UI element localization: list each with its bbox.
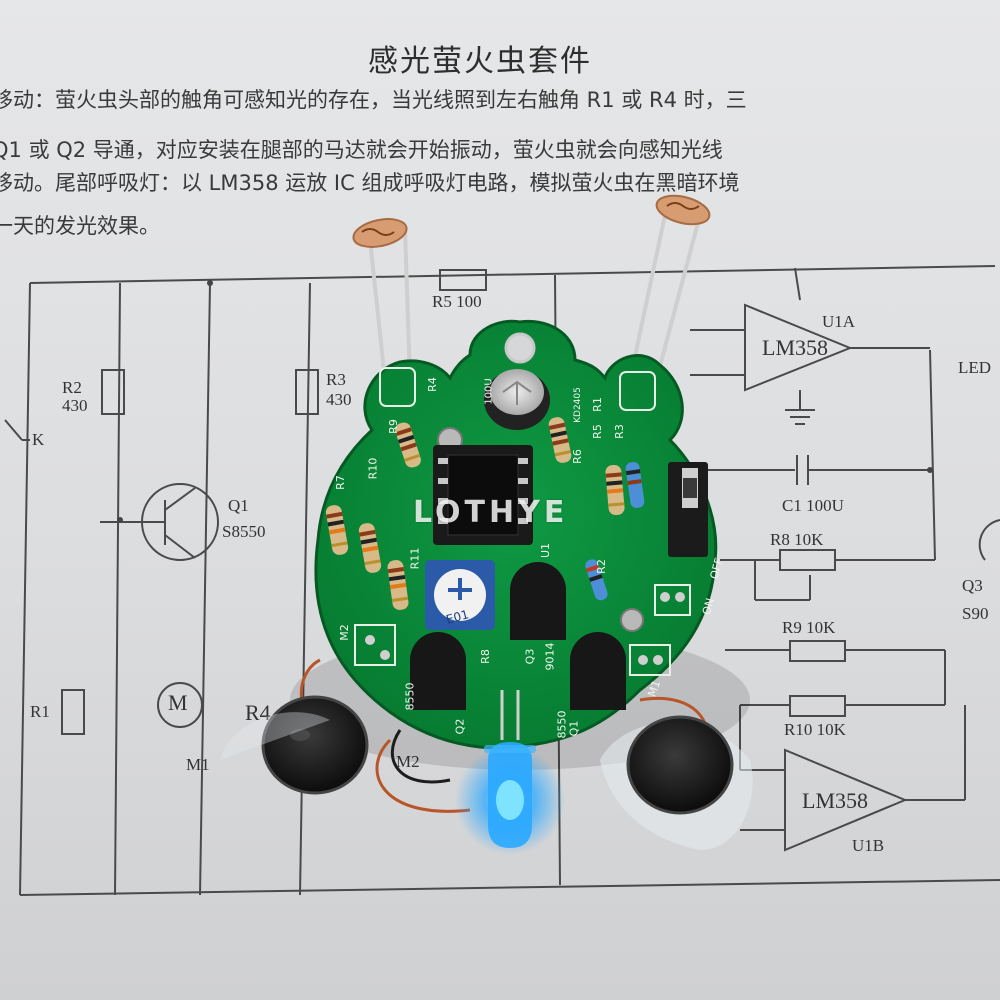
silk-m2: M2	[337, 624, 351, 641]
transistor-q1	[570, 632, 626, 710]
label-q1-value: S8550	[222, 522, 266, 541]
silk-q2-type: 8550	[403, 682, 417, 711]
silk-r3: R3	[612, 424, 626, 439]
label-r3-value: 430	[326, 390, 352, 409]
label-r1: R1	[30, 702, 50, 721]
silk-r8: R8	[478, 649, 492, 664]
silk-r7: R7	[333, 475, 347, 490]
label-r4: R4	[245, 700, 271, 725]
silk-r6: R6	[570, 449, 584, 464]
silk-q3: Q3	[523, 648, 537, 665]
silk-r9: R9	[386, 419, 400, 434]
label-q3: Q3	[962, 576, 983, 595]
silk-r11: R11	[408, 547, 422, 570]
silk-r2: R2	[594, 559, 608, 574]
silk-cap: 100U	[483, 378, 495, 405]
watermark: LOTHYE	[413, 495, 569, 530]
label-r10: R10 10K	[784, 720, 846, 739]
silk-r4: R4	[425, 377, 439, 392]
label-r5: R5 100	[432, 292, 482, 311]
blue-led	[455, 690, 565, 855]
document-line-2: Q1 或 Q2 导通，对应安装在腿部的马达就会开始振动，萤火虫就会向感知光线	[0, 138, 723, 162]
label-lm358-bottom: LM358	[802, 788, 868, 813]
label-r2: R2	[62, 378, 82, 397]
silk-u1: U1	[539, 542, 553, 559]
document-line-3: 移动。尾部呼吸灯：以 LM358 运放 IC 组成呼吸灯电路，模拟萤火虫在黑暗环…	[0, 171, 740, 195]
label-c1: C1 100U	[782, 496, 844, 515]
right-antenna	[628, 194, 711, 386]
label-q1: Q1	[228, 496, 249, 515]
label-r3: R3	[326, 370, 346, 389]
transistor-q3	[510, 562, 566, 640]
label-u1a: U1A	[822, 312, 856, 331]
label-led: LED	[958, 358, 992, 377]
label-r2-value: 430	[62, 396, 88, 415]
silk-date: KD2405	[572, 387, 583, 423]
silk-r1: R1	[590, 397, 604, 412]
label-r8: R8 10K	[770, 530, 824, 549]
silk-q3-type: 9014	[543, 642, 557, 671]
label-q3-value: S90	[962, 604, 989, 623]
label-m1: M1	[186, 755, 210, 774]
left-vibration-motor	[261, 695, 369, 795]
right-vibration-motor	[600, 715, 753, 850]
document-line-4: 一天的发光效果。	[0, 214, 160, 238]
silk-r10: R10	[366, 457, 380, 480]
label-lm358-top: LM358	[762, 335, 828, 360]
silk-q1: Q1	[567, 720, 581, 737]
label-u1b: U1B	[852, 836, 885, 855]
label-m2: M2	[396, 752, 420, 771]
label-k: K	[32, 430, 45, 449]
silk-q2: Q2	[453, 718, 467, 735]
label-r9: R9 10K	[782, 618, 836, 637]
left-antenna	[352, 218, 412, 381]
silk-r5: R5	[590, 424, 604, 439]
resistors	[325, 417, 645, 610]
document-line-1: 移动：萤火虫头部的触角可感知光的存在，当光线照到左右触角 R1 或 R4 时，三	[0, 88, 747, 112]
transistor-q2	[410, 632, 466, 710]
label-motor-m: M	[168, 690, 188, 715]
document-title: 感光萤火虫套件	[368, 44, 592, 79]
